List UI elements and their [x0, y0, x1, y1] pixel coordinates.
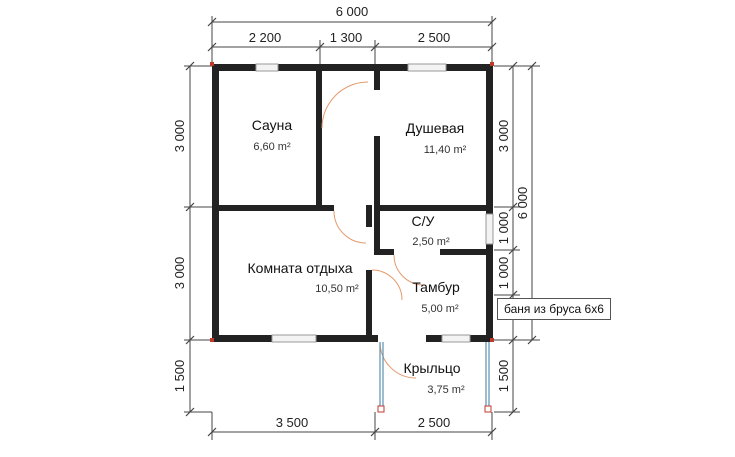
room-name-vestibule: Тамбур: [412, 279, 460, 295]
room-name-shower: Душевая: [406, 120, 464, 136]
porch: [379, 342, 490, 406]
door-swings: [321, 81, 425, 379]
dim-bottom-segment: 2 500: [418, 415, 451, 430]
dim-bottom-segment: 3 500: [276, 415, 309, 430]
dim-right-segment: 1 500: [496, 360, 511, 393]
dimension-ticks: [185, 17, 537, 437]
windows: [255, 63, 494, 343]
walls: [212, 64, 493, 342]
tooltip: баня из бруса 6х6: [497, 298, 611, 320]
porch-post-markers: [377, 405, 492, 413]
room-area-rest-room: 10,50 m²: [315, 283, 359, 295]
corner-markers: [210, 62, 494, 342]
dim-top-total: 6 000: [336, 4, 369, 19]
room-area-porch: 3,75 m²: [427, 384, 465, 396]
dim-top-segment: 1 300: [330, 30, 363, 45]
room-name-wc: С/У: [412, 213, 435, 229]
room-area-sauna: 6,60 m²: [253, 141, 291, 153]
room-area-wc: 2,50 m²: [412, 236, 450, 248]
room-name-porch: Крыльцо: [403, 360, 460, 376]
dim-left-segment: 1 500: [172, 360, 187, 393]
room-name-rest-room: Комната отдыха: [248, 260, 353, 276]
dim-left-segment: 3 000: [172, 120, 187, 153]
dim-right-segment: 1 000: [496, 212, 511, 245]
room-area-shower: 11,40 m²: [424, 144, 467, 156]
dim-right-segment: 1 000: [496, 257, 511, 290]
dim-top-segment: 2 500: [418, 30, 451, 45]
dim-right-segment: 3 000: [496, 120, 511, 153]
room-area-vestibule: 5,00 m²: [421, 303, 459, 315]
dim-left-segment: 3 000: [172, 257, 187, 290]
dim-right-total: 6 000: [515, 187, 530, 220]
dim-top-segment: 2 200: [249, 30, 282, 45]
dimension-lines: [184, 16, 540, 440]
room-name-sauna: Сауна: [252, 117, 293, 133]
